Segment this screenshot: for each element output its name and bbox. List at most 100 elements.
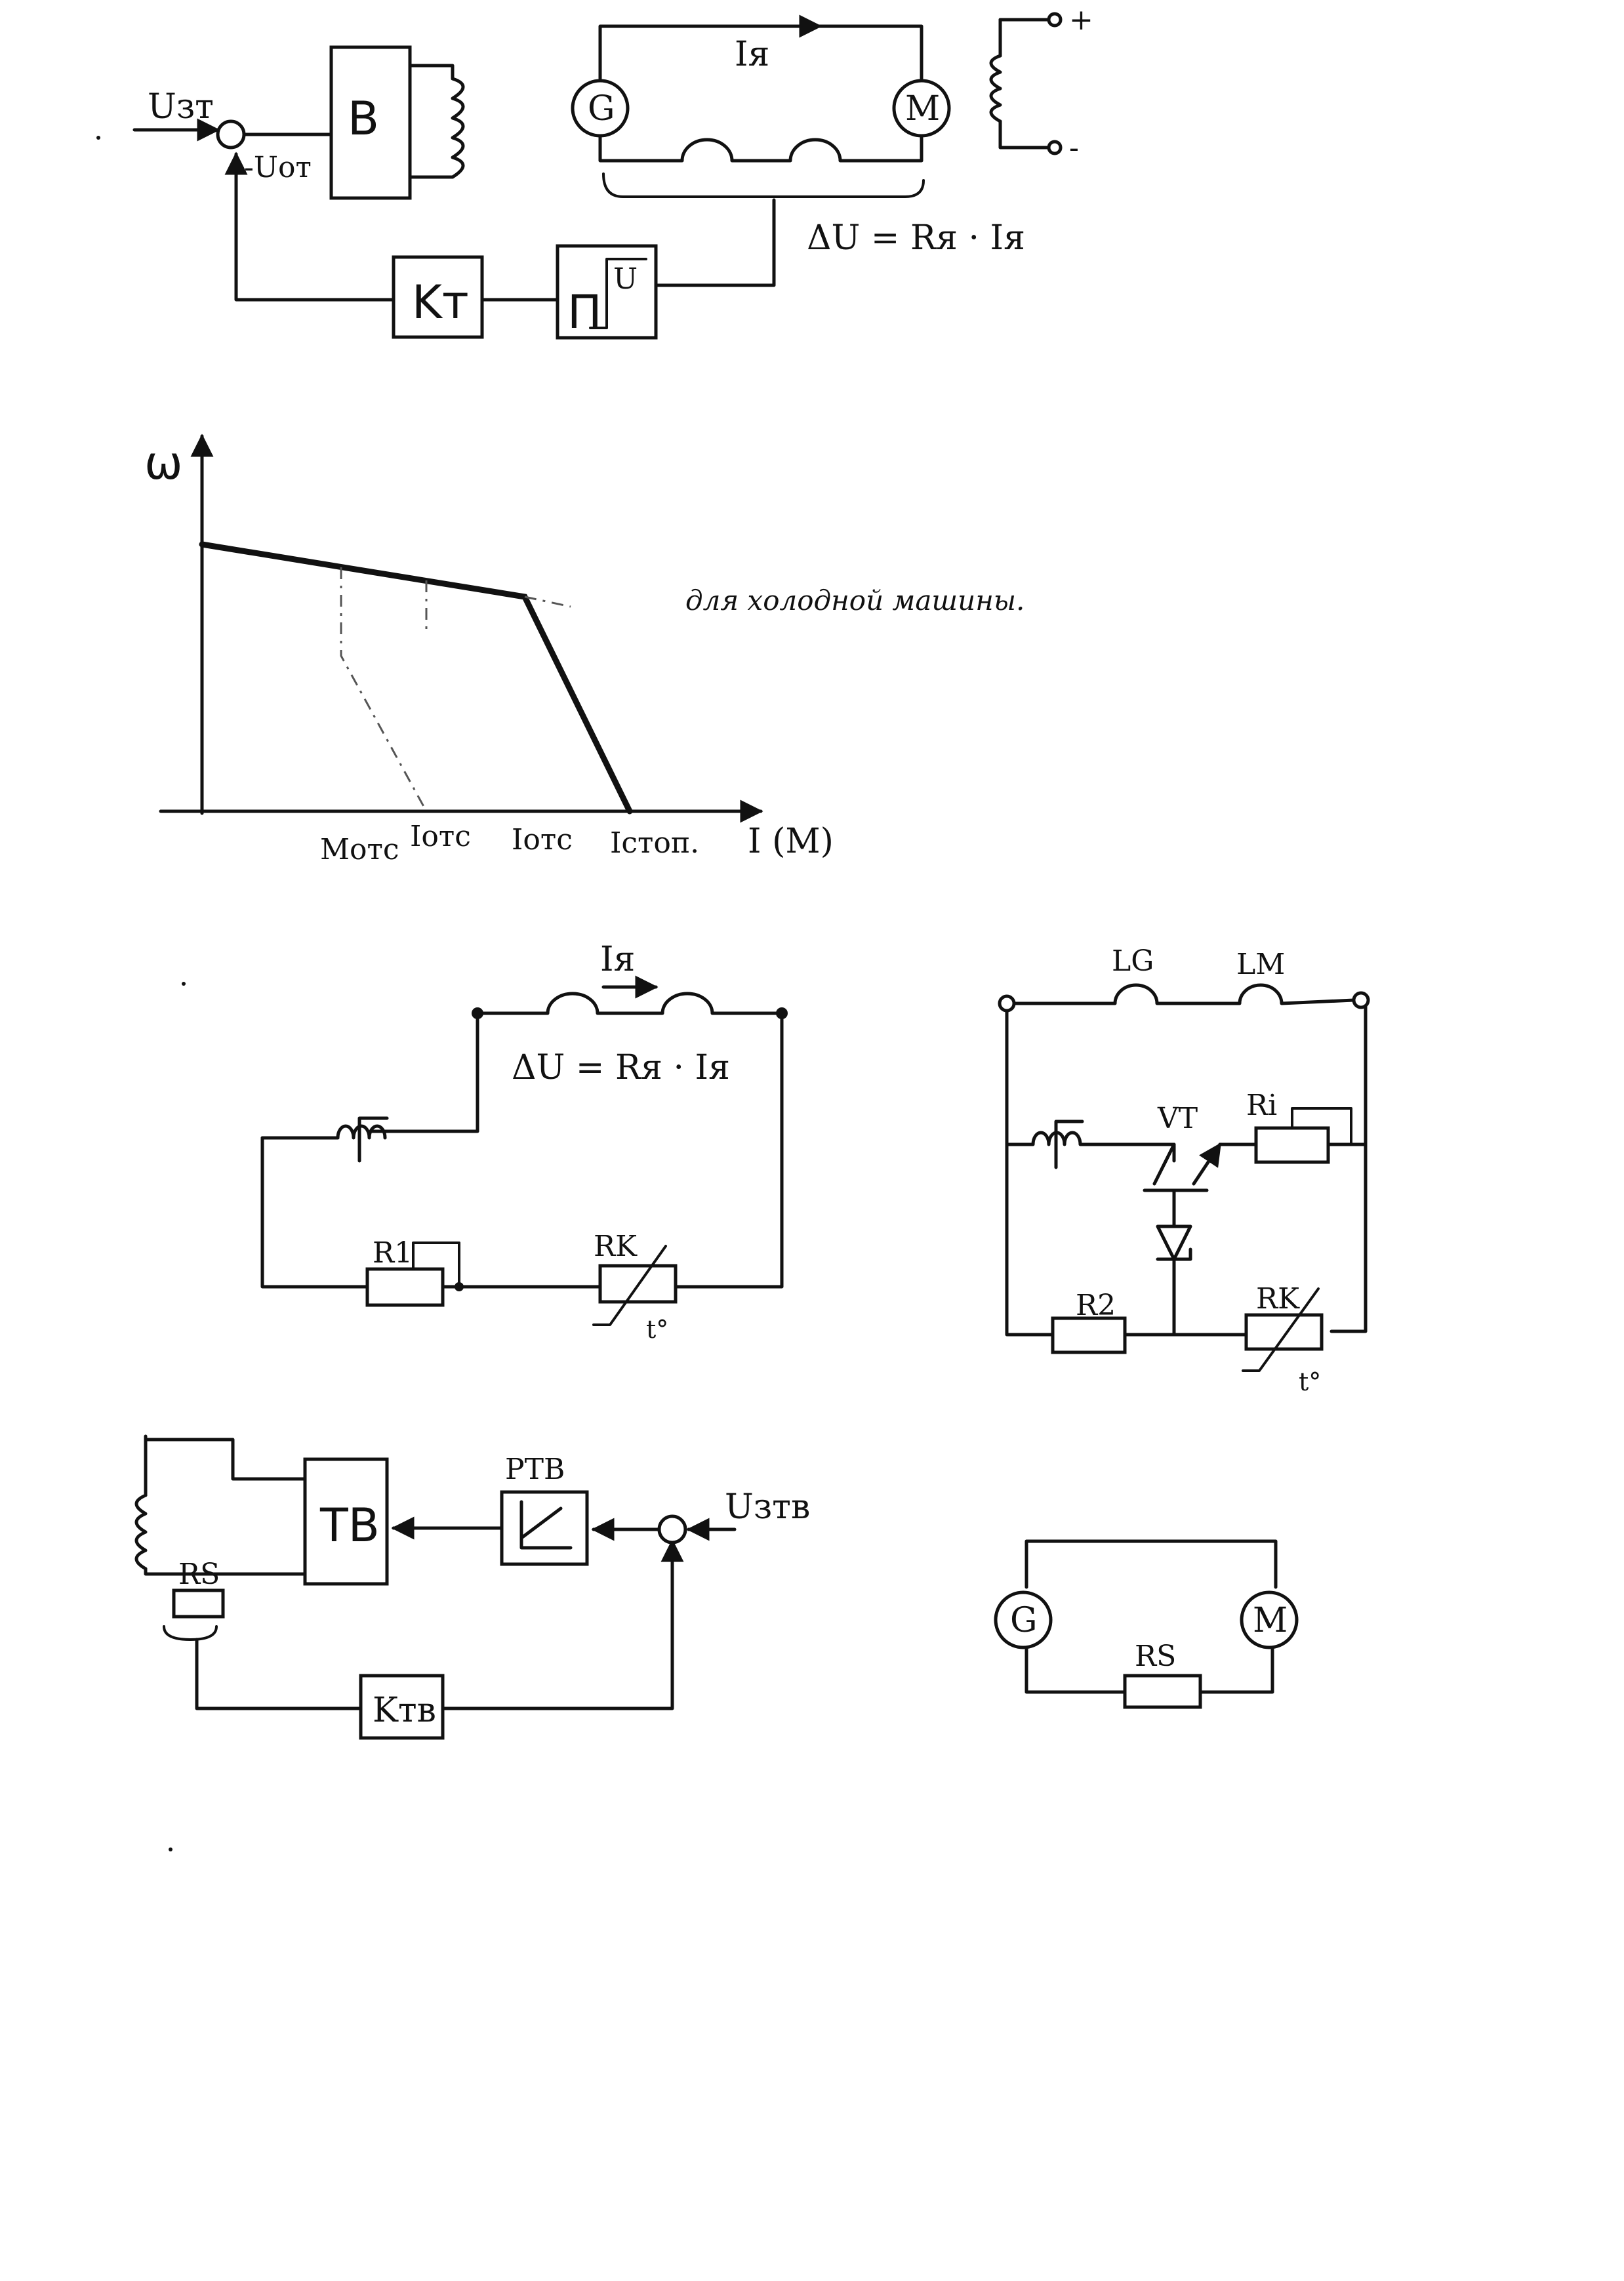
summing-junction <box>657 1514 687 1544</box>
armature-bottom-wire <box>598 134 924 163</box>
shunt-bracket <box>163 1625 218 1641</box>
ri-wiper <box>1291 1107 1352 1146</box>
rs-label: RS <box>1135 1640 1176 1673</box>
generator-label: G <box>1010 1601 1038 1640</box>
scheme-1-regulator: Uзт -Uот B Iя G M ΔU = Rя · Iя + - <box>132 3 1093 340</box>
formula-label: ΔU = Rя · Iя <box>512 1048 730 1087</box>
zener-bar <box>1156 1247 1192 1261</box>
block-kt <box>392 255 484 339</box>
terminal-minus <box>1047 140 1063 155</box>
block-ktv-label: Kтв <box>373 1691 436 1730</box>
rk-label: RK <box>594 1230 638 1263</box>
field-wire <box>1012 983 1356 1005</box>
ri-label: Ri <box>1246 1089 1277 1122</box>
transistor-emitter-icon <box>1192 1142 1222 1186</box>
motor-icon <box>1240 1590 1299 1649</box>
temp-label: t° <box>646 1315 668 1344</box>
motor-field-coil-icon <box>989 54 1002 123</box>
stray-mark <box>96 136 100 140</box>
r1-wiper <box>412 1241 460 1288</box>
block-tv-label: TB <box>319 1499 380 1552</box>
terminal-left <box>998 994 1016 1013</box>
scheme-3-current-limit: Iя ΔU = Rя · Iя R1 RK t° <box>260 940 788 1344</box>
lg-label: LG <box>1112 944 1154 978</box>
current-label: Iя <box>600 940 635 979</box>
x-axis-label: I (M) <box>748 822 834 861</box>
stray-mark <box>169 1847 173 1851</box>
right-rail <box>1330 1004 1368 1333</box>
scheme-5-exciter: TB RS Kтв PTB Uзтв <box>134 1434 810 1740</box>
thermistor-slash <box>592 1245 667 1326</box>
feedback-wire-left <box>195 1638 363 1710</box>
input-label: Uзт <box>148 87 214 127</box>
summing-junction <box>216 119 246 150</box>
plus-label: + <box>1069 3 1093 37</box>
stray-mark <box>182 982 186 986</box>
rs-label: RS <box>178 1558 220 1591</box>
resistor-ri <box>1254 1126 1330 1164</box>
formula-label: ΔU = Rя · Iя <box>807 218 1025 258</box>
block-ktv <box>359 1674 445 1740</box>
rk-label: RK <box>1256 1282 1300 1316</box>
shunt-rs <box>1123 1674 1202 1709</box>
block-p-label: П <box>567 285 602 339</box>
y-axis-label: ω <box>144 436 183 490</box>
r1-label: R1 <box>373 1236 413 1270</box>
wire-right <box>674 1011 784 1289</box>
threshold-curve <box>589 258 647 329</box>
minus-label: - <box>1069 131 1079 165</box>
characteristic-hot-1 <box>340 567 428 812</box>
loop-bottom-right <box>1198 1647 1274 1694</box>
relay-contact-icon <box>1054 1120 1084 1169</box>
shunt-rs <box>172 1588 225 1619</box>
node-left <box>472 1007 483 1019</box>
left-rail <box>1005 1009 1055 1337</box>
loop-top-wire <box>1025 1539 1278 1589</box>
field-coil-icon <box>134 1493 148 1571</box>
block-p-symbol: U <box>613 262 638 296</box>
generator-label: G <box>588 89 615 129</box>
block-rtv <box>500 1490 589 1566</box>
block-b <box>329 45 412 200</box>
graph-note: для холодной машины. <box>685 584 1025 616</box>
rtv-symbol-icon <box>519 1500 573 1550</box>
wire-left-down <box>260 1136 369 1289</box>
zener-diode-icon <box>1156 1224 1192 1261</box>
scheme-6-gm-shunt: G M RS <box>994 1539 1299 1709</box>
relay-contact-icon <box>357 1116 389 1163</box>
terminal-plus <box>1047 12 1063 28</box>
motor-label: M <box>905 89 940 129</box>
r2-label: R2 <box>1076 1289 1116 1322</box>
resistor-r1 <box>365 1267 445 1307</box>
block-rtv-label: PTB <box>505 1453 565 1486</box>
generator-icon <box>994 1590 1053 1649</box>
field-coil-icon <box>451 77 465 179</box>
loop-bottom-left <box>1025 1647 1127 1694</box>
transistor-collector-icon <box>1152 1142 1176 1186</box>
wire-coil-tv-top <box>144 1438 307 1481</box>
tick-i2-label: Iотс <box>512 823 573 857</box>
measure-bracket <box>602 172 925 198</box>
block-kt-label: Kт <box>412 275 469 329</box>
relay-coil-icon <box>1005 1131 1147 1146</box>
tick-stop-label: Iстоп. <box>610 826 699 860</box>
characteristic-curve <box>199 541 633 815</box>
wire-coil-tv-bottom <box>144 1567 307 1576</box>
node-r1 <box>455 1282 464 1291</box>
motor-field-bottom-wire <box>998 119 1051 150</box>
feedback-wire-right <box>441 1539 684 1710</box>
temp-label: t° <box>1299 1367 1321 1396</box>
feedback-label: -Uот <box>244 151 312 184</box>
thermistor-slash <box>1242 1287 1320 1372</box>
dashed-extension <box>524 595 571 608</box>
armature-wire-top <box>476 992 784 1015</box>
lm-label: LM <box>1236 948 1285 981</box>
wire-b-coil-top <box>408 64 455 81</box>
resistor-r2 <box>1051 1316 1127 1354</box>
wire-bracket-to-p <box>654 198 776 287</box>
input-label: Uзтв <box>725 1487 810 1527</box>
wire-left-up <box>369 1011 479 1133</box>
block-tv <box>303 1457 389 1586</box>
tick-m-label: Mотс <box>320 833 399 866</box>
